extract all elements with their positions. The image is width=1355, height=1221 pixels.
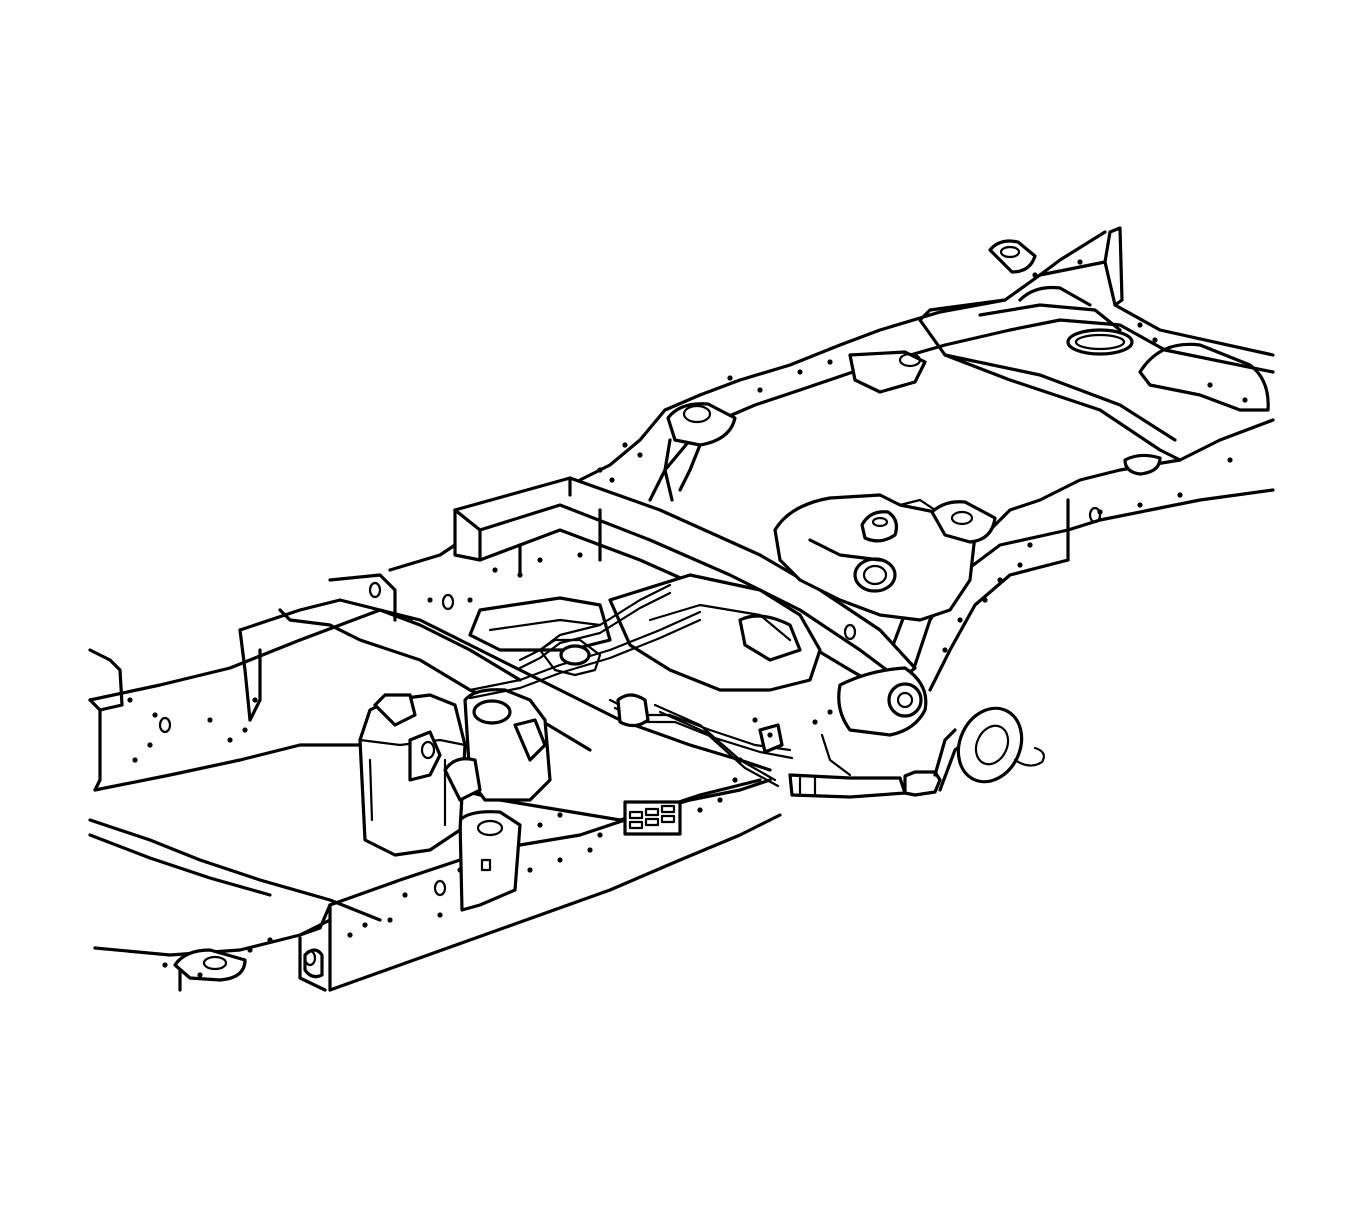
rivet-hole-icon <box>732 777 738 783</box>
rivet-hole-icon <box>402 892 408 898</box>
rivet-hole-icon <box>127 697 133 703</box>
rivet-hole-icon <box>752 717 758 723</box>
rivet-hole-icon <box>362 922 368 928</box>
rivet-hole-icon <box>797 369 803 375</box>
rivet-hole-icon <box>697 807 703 813</box>
rivet-hole-icon <box>407 617 413 623</box>
frame-rivets <box>127 259 1248 978</box>
rivet-hole-icon <box>132 757 138 763</box>
rivet-hole-icon <box>557 812 563 818</box>
rivet-hole-icon <box>997 577 1003 583</box>
rivet-hole-icon <box>1077 259 1083 265</box>
rivet-hole-icon <box>1032 272 1038 278</box>
rivet-hole-icon <box>609 477 615 483</box>
rivet-hole-icon <box>622 442 628 448</box>
rivet-hole-icon <box>247 947 253 953</box>
rivet-hole-icon <box>727 375 733 381</box>
frame-hole-icon <box>303 949 317 967</box>
frame-hole-icon <box>158 716 172 734</box>
rivet-hole-icon <box>147 742 153 748</box>
fuel-lines-icon <box>468 583 794 788</box>
rivet-hole-icon <box>767 732 773 738</box>
rivet-hole-icon <box>162 962 168 968</box>
rivet-hole-icon <box>637 452 643 458</box>
rivet-hole-icon <box>717 797 723 803</box>
rivet-hole-icon <box>252 697 258 703</box>
frame-right-rail-icon <box>578 226 1275 502</box>
rivet-hole-icon <box>242 727 248 733</box>
rivet-hole-icon <box>527 867 533 873</box>
rivet-hole-icon <box>347 932 353 938</box>
rivet-hole-icon <box>942 647 948 653</box>
frame-hole-icon <box>843 623 857 641</box>
rivet-hole-icon <box>517 572 523 578</box>
rivet-hole-icon <box>537 557 543 563</box>
filler-neck-icon <box>788 728 972 799</box>
rivet-hole-icon <box>737 757 743 763</box>
rivet-hole-icon <box>1227 457 1233 463</box>
rivet-hole-icon <box>587 847 593 853</box>
rivet-hole-icon <box>427 597 433 603</box>
rivet-hole-icon <box>267 937 273 943</box>
rivet-hole-icon <box>597 467 603 473</box>
frame-hole-icon <box>433 879 447 897</box>
front-crossmember-icon <box>298 778 782 992</box>
rivet-hole-icon <box>1207 382 1213 388</box>
rivet-hole-icon <box>437 912 443 918</box>
rivet-hole-icon <box>812 719 818 725</box>
center-crossmember-icon <box>453 476 928 737</box>
fuel-tank-icon <box>468 493 997 692</box>
evap-canister-icon <box>358 688 552 857</box>
rivet-hole-icon <box>1137 502 1143 508</box>
rivet-hole-icon <box>1152 337 1158 343</box>
rivet-hole-icon <box>827 709 833 715</box>
rivet-hole-icon <box>467 597 473 603</box>
rivet-hole-icon <box>387 917 393 923</box>
rivet-hole-icon <box>1137 322 1143 328</box>
rivet-hole-icon <box>152 712 158 718</box>
rivet-hole-icon <box>207 717 213 723</box>
rivet-hole-icon <box>197 972 203 978</box>
rivet-hole-icon <box>577 552 583 558</box>
rivet-hole-icon <box>537 822 543 828</box>
frame-hole-icon <box>1088 506 1102 524</box>
frame-hole-icon <box>368 581 382 599</box>
frame-right-rear-section-icon <box>988 418 1275 562</box>
rivet-hole-icon <box>557 857 563 863</box>
rivet-hole-icon <box>227 737 233 743</box>
rivet-hole-icon <box>1027 542 1033 548</box>
rivet-hole-icon <box>957 617 963 623</box>
rivet-hole-icon <box>982 597 988 603</box>
rivet-hole-icon <box>492 567 498 573</box>
filler-cap-icon <box>956 706 1045 784</box>
rivet-hole-icon <box>1177 492 1183 498</box>
rear-crossmember-icon <box>918 285 1270 462</box>
rivet-hole-icon <box>1242 397 1248 403</box>
rivet-hole-icon <box>827 359 833 365</box>
rivet-hole-icon <box>457 867 463 873</box>
rivet-hole-icon <box>597 832 603 838</box>
frame-hole-icon <box>441 593 455 611</box>
rivet-hole-icon <box>757 387 763 393</box>
rivet-hole-icon <box>1017 562 1023 568</box>
